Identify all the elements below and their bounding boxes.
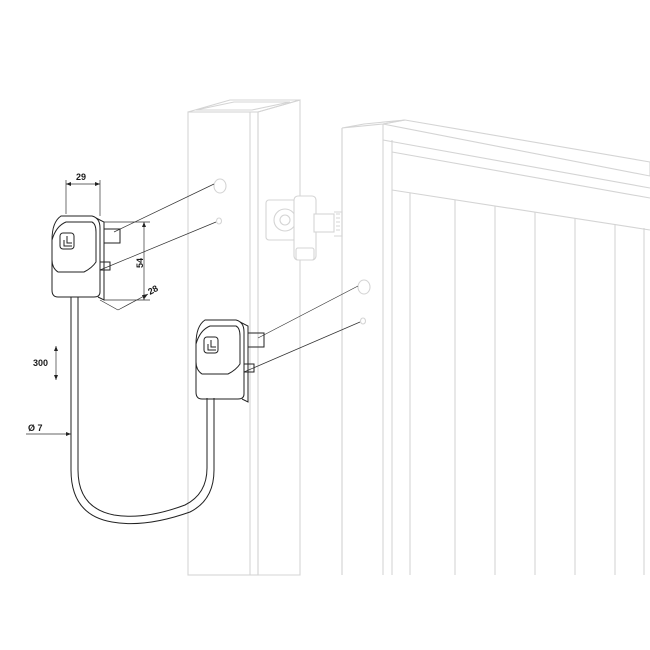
dimension-depth: 28 xyxy=(99,283,160,311)
fence-post xyxy=(187,99,301,576)
alignment-lines xyxy=(99,183,361,373)
gate-hinge-icon xyxy=(265,195,343,261)
dimension-cable-diameter: Ø 7 xyxy=(26,423,71,436)
cable-length-value: 300 xyxy=(33,358,48,368)
cable-diameter-value: Ø 7 xyxy=(28,423,43,433)
depth-value: 28 xyxy=(146,283,160,297)
width-value: 29 xyxy=(76,172,86,182)
armoured-cable xyxy=(70,297,215,525)
dimension-cable-length: 300 xyxy=(33,346,58,380)
height-value: 54 xyxy=(135,258,145,268)
dimension-width: 29 xyxy=(65,172,101,216)
gate-panel xyxy=(341,119,650,575)
cable-connector-icon xyxy=(51,215,121,301)
dimension-height: 54 xyxy=(104,221,150,301)
cable-connector-right xyxy=(195,319,265,403)
